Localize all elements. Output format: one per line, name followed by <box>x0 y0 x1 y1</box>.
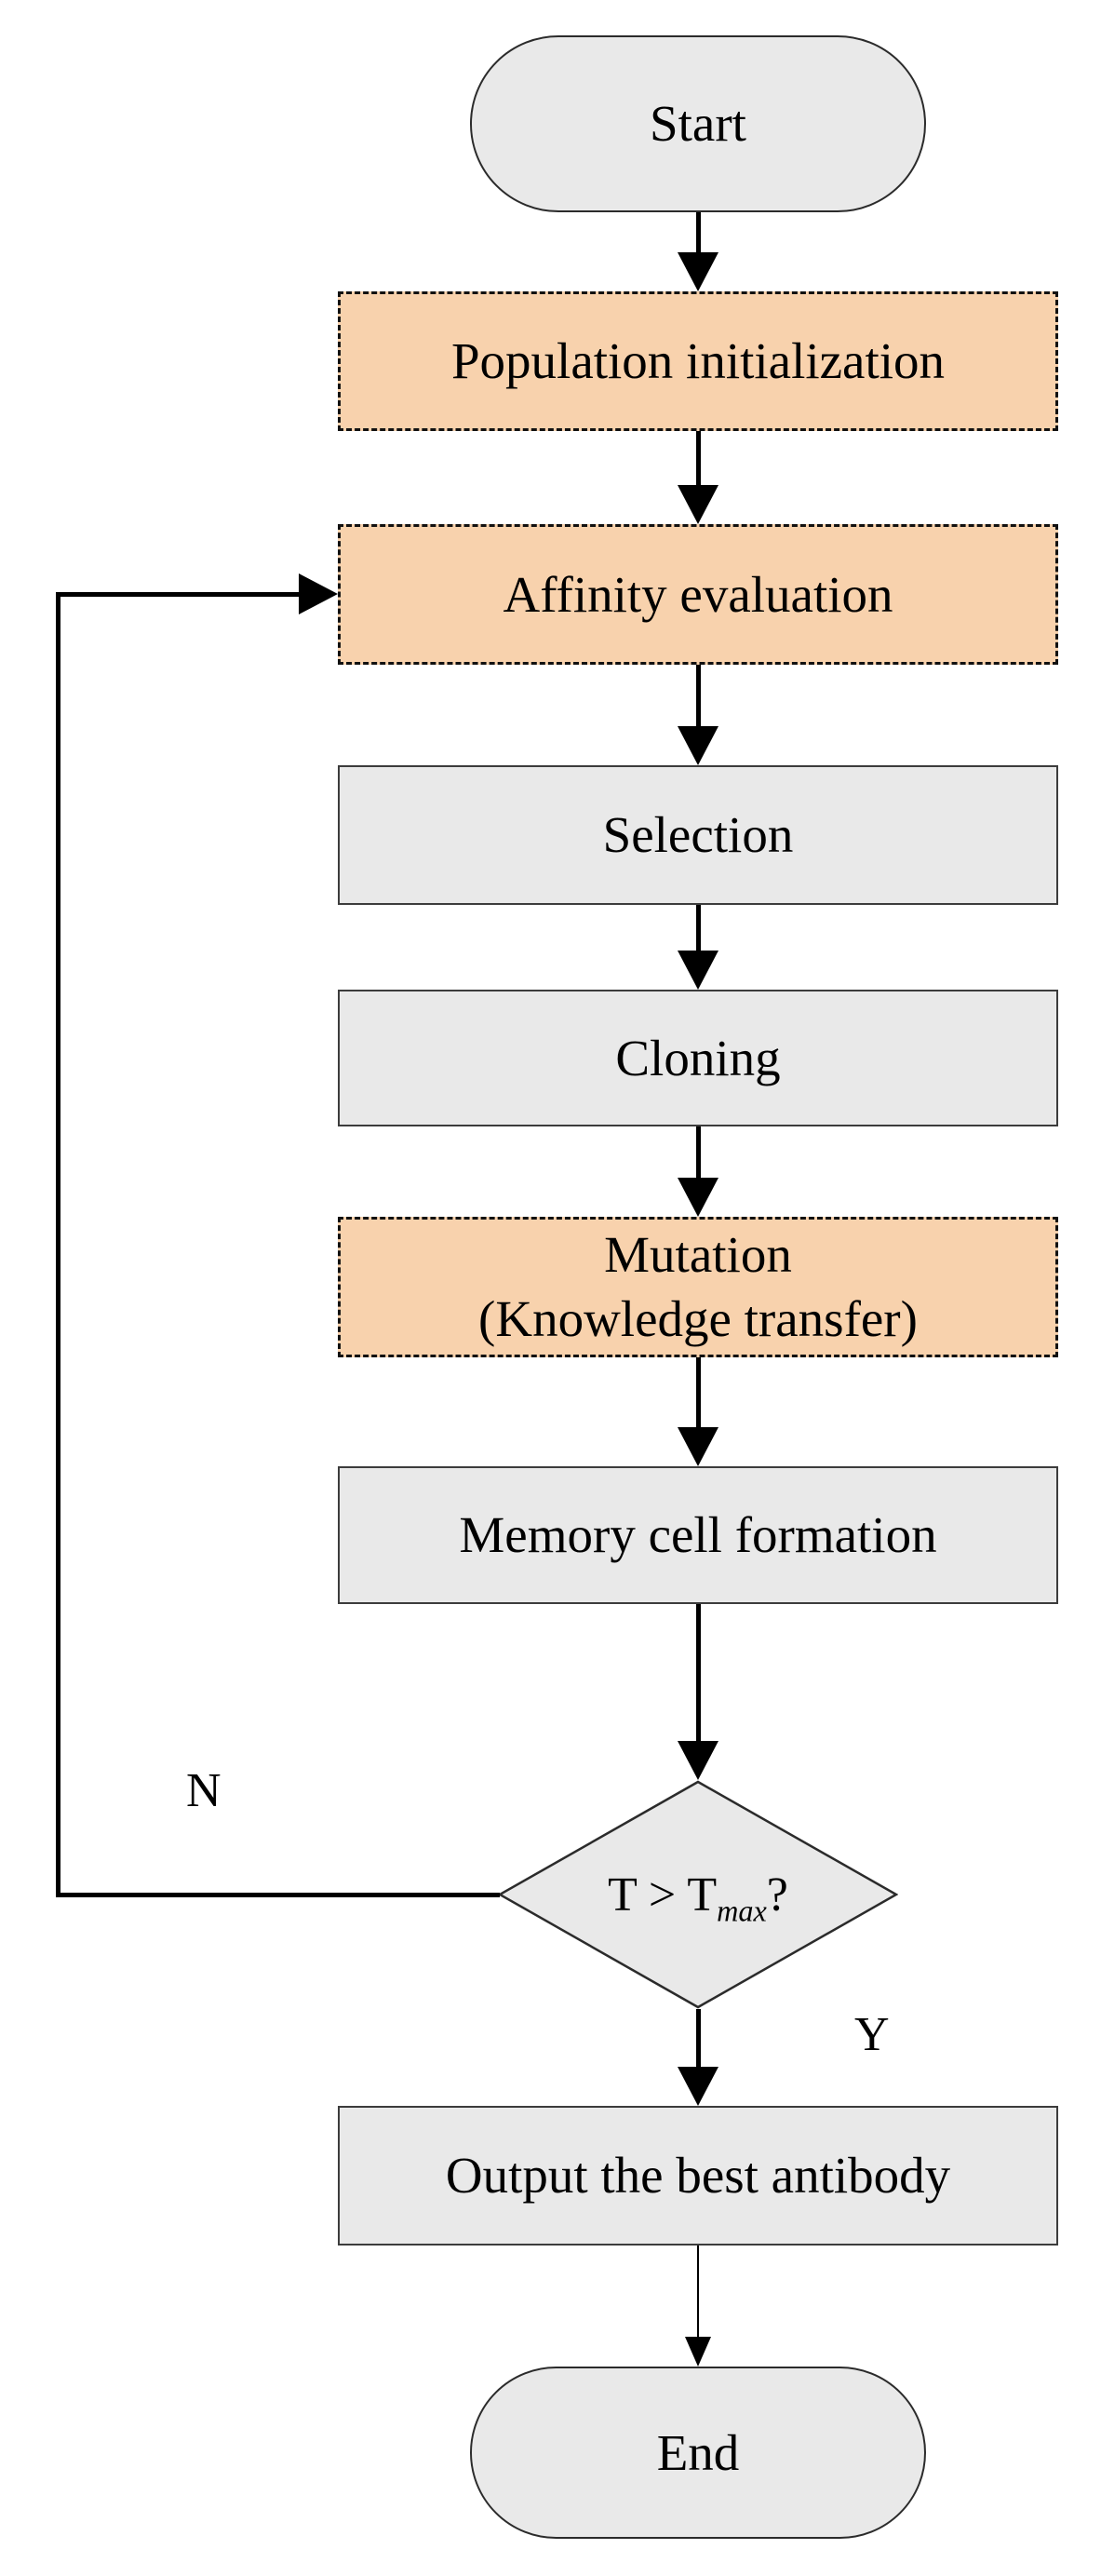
output-best-antibody-node: Output the best antibody <box>338 2106 1058 2246</box>
loop-bottom-segment <box>56 1893 500 1897</box>
start-label: Start <box>650 95 746 152</box>
branch-label-yes: Y <box>854 2008 890 2061</box>
output-best-antibody-label: Output the best antibody <box>445 2147 951 2204</box>
cloning-label: Cloning <box>615 1029 781 1086</box>
end-label: End <box>656 2423 740 2481</box>
diamond-shape-icon <box>498 1780 898 2009</box>
connector-affinity-selection <box>696 665 701 732</box>
selection-label: Selection <box>602 806 794 863</box>
connector-memory-decision <box>696 1604 701 1747</box>
affinity-evaluation-label: Affinity evaluation <box>503 565 893 623</box>
arrowhead-icon <box>678 951 718 990</box>
selection-node: Selection <box>338 765 1058 905</box>
branch-label-no: N <box>186 1764 222 1817</box>
arrowhead-icon <box>678 2067 718 2106</box>
cloning-node: Cloning <box>338 990 1058 1126</box>
end-node: End <box>470 2367 926 2539</box>
decision-label: T > Tmax? <box>498 1780 898 2009</box>
arrowhead-icon <box>678 252 718 291</box>
population-initialization-label: Population initialization <box>450 332 946 389</box>
connector-cloning-mutation <box>696 1126 701 1183</box>
connector-mutation-memory <box>696 1357 701 1433</box>
population-initialization-node: Population initialization <box>338 291 1058 431</box>
connector-output-end <box>697 2246 699 2339</box>
start-node: Start <box>470 35 926 212</box>
decision-expression: T > Tmax? <box>608 1868 788 1927</box>
arrowhead-icon <box>678 1427 718 1466</box>
connector-selection-cloning <box>696 905 701 956</box>
arrowhead-icon <box>678 485 718 524</box>
arrowhead-icon <box>685 2337 711 2367</box>
memory-cell-formation-label: Memory cell formation <box>459 1506 937 1563</box>
memory-cell-formation-node: Memory cell formation <box>338 1466 1058 1604</box>
affinity-evaluation-node: Affinity evaluation <box>338 524 1058 665</box>
arrowhead-icon <box>678 726 718 765</box>
connector-population-affinity <box>696 431 701 491</box>
connector-start-population <box>696 212 701 256</box>
mutation-node: Mutation (Knowledge transfer) <box>338 1217 1058 1357</box>
loop-top-segment <box>56 592 300 597</box>
arrowhead-icon <box>678 1741 718 1780</box>
mutation-label-line2: (Knowledge transfer) <box>478 1289 918 1347</box>
decision-node: T > Tmax? <box>498 1780 898 2009</box>
arrowhead-icon <box>678 1178 718 1217</box>
mutation-label-line1: Mutation <box>604 1225 792 1283</box>
connector-decision-output <box>696 2009 701 2072</box>
loop-vertical-segment <box>56 592 60 1897</box>
arrowhead-icon <box>299 573 338 614</box>
